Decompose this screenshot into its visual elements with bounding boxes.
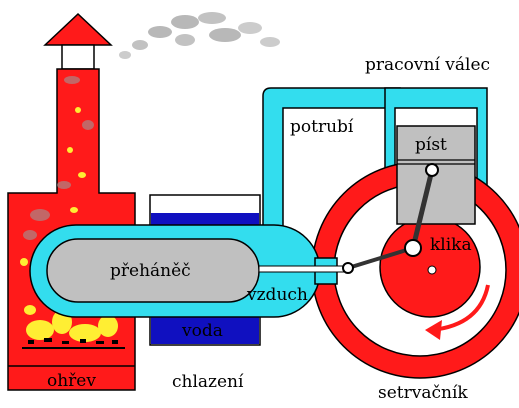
smoke — [119, 12, 280, 59]
label-vzduch: vzduch — [246, 285, 308, 305]
label-prehanec: přeháněč — [110, 261, 191, 281]
furnace — [7, 12, 136, 391]
label-klika: klika — [430, 235, 472, 255]
label-ohrev: ohřev — [47, 371, 96, 391]
displacer-cylinder — [29, 224, 346, 318]
label-potrubi: potrubí — [290, 117, 354, 137]
coals — [28, 338, 118, 344]
label-pist: píst — [415, 135, 447, 155]
label-voda: voda — [181, 321, 223, 341]
rotation-arrow — [431, 284, 490, 332]
label-setrvacnik: setrvačník — [378, 383, 468, 403]
linkage — [342, 163, 439, 274]
label-pracovni-valec: pracovní válec — [365, 55, 490, 75]
label-chlazeni: chlazení — [172, 372, 244, 392]
